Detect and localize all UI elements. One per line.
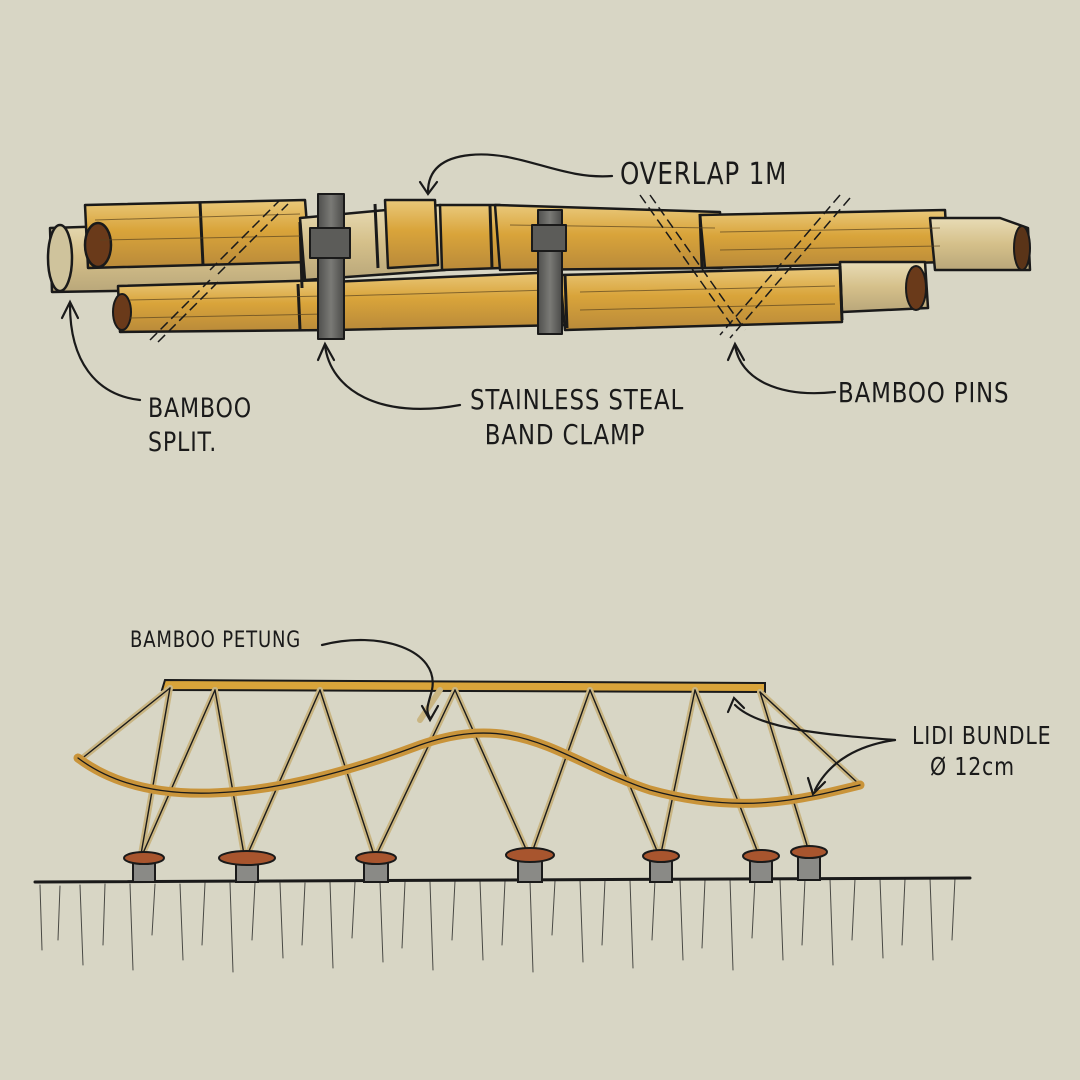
ground-line [33,876,972,973]
steel-band-clamp-2 [531,209,567,335]
bottom-leader-arrows [320,638,897,797]
truss-diagonals [77,685,863,863]
footings [123,845,828,883]
label-bamboo-split: BAMBOO SPLIT. [148,392,252,460]
bamboo-pole-right [558,208,1032,332]
label-band-clamp-line2: BAND CLAMP [484,418,646,451]
footing-7 [790,845,828,881]
label-bamboo-petung: BAMBOO PETUNG [130,628,302,653]
top-leader-arrows [60,153,837,410]
label-bamboo-split-line1: BAMBOO [148,393,253,424]
label-bamboo-pins: BAMBOO PINS [838,376,1010,409]
bamboo-truss-structure [33,678,972,973]
footing-4 [505,847,555,883]
bamboo-joint-detail [46,193,1032,343]
top-chord-bamboo-petung [160,678,766,694]
footing-6 [742,849,780,883]
footing-1 [123,851,165,883]
footing-5 [642,849,680,883]
label-lidi-bundle-line2: Ø 12cm [930,752,1015,782]
label-bamboo-split-line2: SPLIT. [148,426,218,458]
label-band-clamp: STAINLESS STEAL BAND CLAMP [470,382,684,452]
label-band-clamp-line1: STAINLESS STEAL [470,383,685,416]
truss-diagonals-outline [79,687,861,861]
label-overlap: OVERLAP 1m [620,157,788,192]
label-lidi-bundle-line1: LIDI BUNDLE [912,721,1052,750]
footing-3 [355,851,397,883]
bamboo-nodes [198,201,844,331]
label-lidi-bundle: LIDI BUNDLE Ø 12cm [912,720,1051,783]
bamboo-grain [94,213,941,319]
steel-band-clamp-1 [309,193,351,340]
bamboo-pins [149,194,851,343]
footing-2 [218,850,276,883]
lidi-bundle-wave-outline [77,732,861,805]
bamboo-split-pole-left [46,198,312,294]
